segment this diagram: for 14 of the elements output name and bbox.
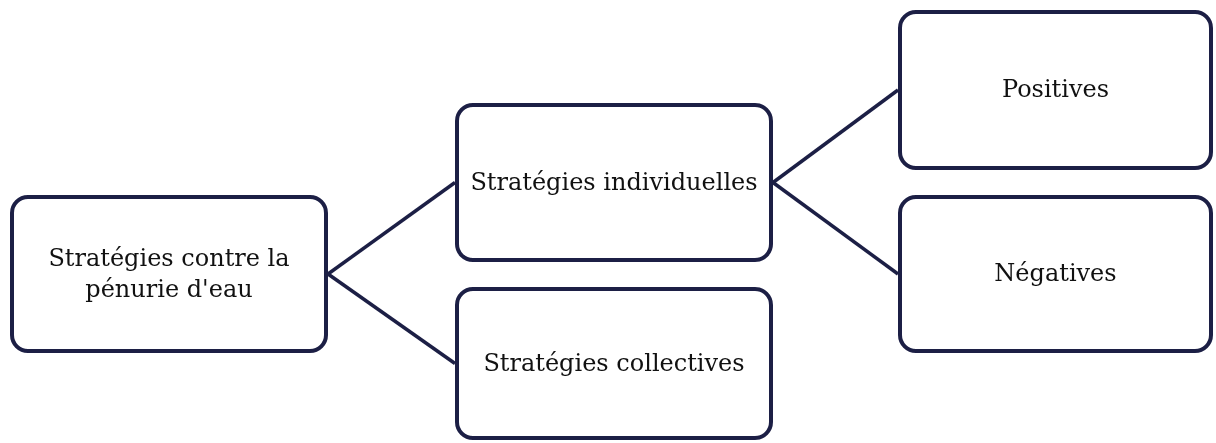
node-label: Stratégies individuelles (470, 166, 758, 198)
text-box (455, 103, 773, 262)
text-box (10, 195, 328, 353)
text-box (898, 195, 1213, 353)
connector-line (326, 181, 457, 276)
node-label: Positives (1002, 74, 1109, 106)
text-box (898, 10, 1213, 170)
text-box (455, 287, 773, 440)
node-label: Stratégies collectives (483, 347, 745, 379)
connector-line (771, 181, 900, 276)
node-label: Négatives (994, 258, 1117, 290)
node-label: Stratégies contre la pénurie d'eau (47, 242, 291, 305)
connector-line (327, 272, 456, 365)
connector-line (771, 88, 900, 184)
